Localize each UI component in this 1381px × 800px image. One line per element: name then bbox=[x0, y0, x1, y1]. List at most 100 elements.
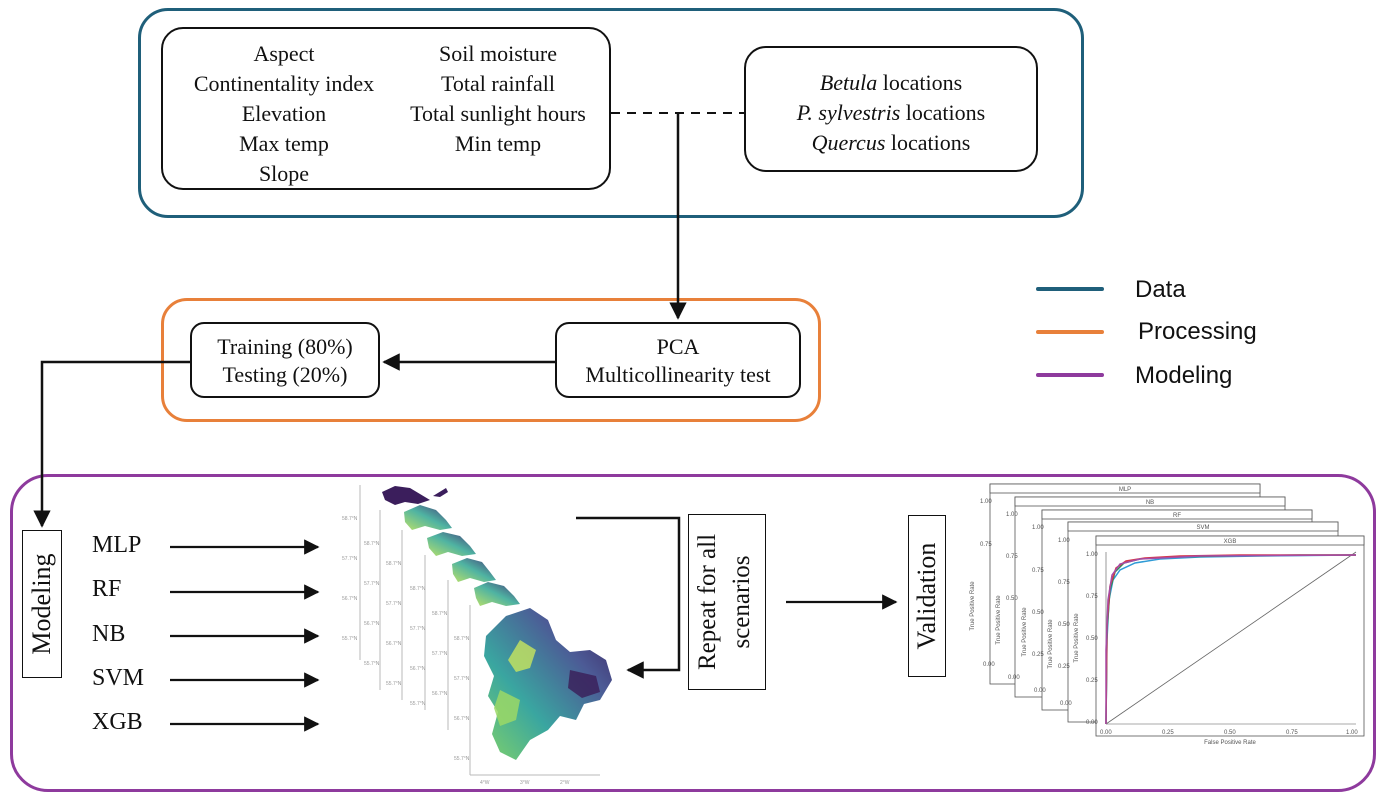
modeling-label-box bbox=[22, 530, 62, 678]
svg-text:0.75: 0.75 bbox=[980, 542, 992, 548]
environmental-variables-box: Aspect Continentality index Elevation Ma… bbox=[161, 27, 611, 190]
split-training: Training (80%) bbox=[217, 334, 353, 359]
roc-y-tick-025: 0.25 bbox=[1086, 678, 1098, 684]
variable-total-sunlight-hours: Total sunlight hours bbox=[410, 101, 586, 126]
svg-text:3°W: 3°W bbox=[520, 780, 530, 786]
svg-text:57.7°N: 57.7°N bbox=[410, 626, 426, 632]
multicollinearity-label: Multicollinearity test bbox=[585, 362, 771, 387]
svg-text:1.00: 1.00 bbox=[1032, 525, 1044, 531]
roc-y-tick-075: 0.75 bbox=[1086, 594, 1098, 600]
svg-text:57.7°N: 57.7°N bbox=[364, 581, 380, 587]
svg-text:0.75: 0.75 bbox=[1032, 568, 1044, 574]
roc-y-tick-100: 1.00 bbox=[1086, 552, 1098, 558]
roc-y-tick-050: 0.50 bbox=[1086, 636, 1098, 642]
svg-text:0.00: 0.00 bbox=[1034, 688, 1046, 694]
roc-x-tick-075: 0.75 bbox=[1286, 730, 1298, 736]
svg-text:0.00: 0.00 bbox=[983, 662, 995, 668]
svg-text:56.7°N: 56.7°N bbox=[342, 596, 358, 602]
roc-title-nb: NB bbox=[1146, 500, 1154, 506]
svg-text:0.00: 0.00 bbox=[1008, 675, 1020, 681]
svg-text:56.7°N: 56.7°N bbox=[454, 716, 470, 722]
model-rf: RF bbox=[92, 576, 122, 602]
svg-text:55.7°N: 55.7°N bbox=[364, 661, 380, 667]
legend-modeling-line bbox=[1036, 373, 1104, 377]
variable-slope: Slope bbox=[258, 161, 310, 186]
model-xgb: XGB bbox=[92, 709, 143, 735]
svg-text:58.7°N: 58.7°N bbox=[342, 516, 358, 522]
species-p-sylvestris: P. sylvestris locations bbox=[796, 100, 986, 125]
svg-text:56.7°N: 56.7°N bbox=[386, 641, 402, 647]
split-box: Training (80%) Testing (20%) bbox=[190, 322, 380, 398]
svg-text:56.7°N: 56.7°N bbox=[432, 691, 448, 697]
svg-text:True Positive Rate: True Positive Rate bbox=[1022, 607, 1028, 657]
svg-text:2°W: 2°W bbox=[560, 780, 570, 786]
repeat-label-box bbox=[688, 514, 766, 690]
variable-total-rainfall: Total rainfall bbox=[441, 71, 555, 96]
variable-min-temp: Min temp bbox=[454, 131, 542, 156]
roc-x-tick-025: 0.25 bbox=[1162, 730, 1174, 736]
roc-x-axis-label: False Positive Rate bbox=[1204, 740, 1256, 746]
roc-y-tick-000: 0.00 bbox=[1086, 720, 1098, 726]
svg-text:0.50: 0.50 bbox=[1058, 622, 1070, 628]
svg-text:55.7°N: 55.7°N bbox=[454, 756, 470, 762]
svg-text:56.7°N: 56.7°N bbox=[364, 621, 380, 627]
legend-data-label: Data bbox=[1135, 276, 1186, 303]
roc-x-tick-050: 0.50 bbox=[1224, 730, 1236, 736]
svg-text:0.25: 0.25 bbox=[1032, 652, 1044, 658]
svg-text:1.00: 1.00 bbox=[1006, 512, 1018, 518]
model-nb: NB bbox=[92, 621, 126, 647]
legend-data-line bbox=[1036, 287, 1104, 291]
model-svm: SVM bbox=[92, 665, 145, 691]
svg-text:True Positive Rate: True Positive Rate bbox=[970, 581, 976, 631]
variable-aspect: Aspect bbox=[253, 41, 315, 66]
svg-text:58.7°N: 58.7°N bbox=[454, 636, 470, 642]
legend-processing-line bbox=[1036, 330, 1104, 334]
svg-text:1.00: 1.00 bbox=[980, 499, 992, 505]
svg-text:0.75: 0.75 bbox=[1058, 580, 1070, 586]
variable-elevation: Elevation bbox=[241, 101, 327, 126]
svg-text:55.7°N: 55.7°N bbox=[342, 636, 358, 642]
processing-group bbox=[161, 298, 821, 422]
roc-title-svm: SVM bbox=[1196, 525, 1209, 531]
svg-text:57.7°N: 57.7°N bbox=[342, 556, 358, 562]
svg-text:0.50: 0.50 bbox=[1006, 596, 1018, 602]
roc-title-rf: RF bbox=[1173, 513, 1181, 519]
split-testing: Testing (20%) bbox=[222, 362, 348, 387]
roc-x-tick-100: 1.00 bbox=[1346, 730, 1358, 736]
modeling-group bbox=[10, 474, 1376, 792]
pca-box: PCA Multicollinearity test bbox=[555, 322, 801, 398]
svg-text:57.7°N: 57.7°N bbox=[386, 601, 402, 607]
svg-text:58.7°N: 58.7°N bbox=[364, 541, 380, 547]
svg-text:57.7°N: 57.7°N bbox=[432, 651, 448, 657]
legend-processing-label: Processing bbox=[1138, 318, 1257, 345]
roc-title-mlp: MLP bbox=[1119, 487, 1131, 493]
roc-panel-stack: MLP NB RF SVM XGB 1.000.75 1.000.750.50 … bbox=[970, 483, 1365, 746]
svg-text:58.7°N: 58.7°N bbox=[410, 586, 426, 592]
svg-text:58.7°N: 58.7°N bbox=[432, 611, 448, 617]
large-prediction-map bbox=[484, 608, 612, 760]
model-mlp: MLP bbox=[92, 532, 142, 558]
species-betula: Betula locations bbox=[819, 70, 963, 95]
svg-text:True Positive Rate: True Positive Rate bbox=[996, 595, 1002, 645]
arrow-split-to-modeling bbox=[33, 360, 190, 528]
roc-diagonal bbox=[1105, 551, 1357, 725]
data-group bbox=[138, 8, 1084, 218]
species-locations-box: Betula locations P. sylvestris locations… bbox=[744, 46, 1038, 172]
variable-soil-moisture: Soil moisture bbox=[439, 41, 557, 66]
svg-text:58.7°N: 58.7°N bbox=[386, 561, 402, 567]
svg-text:0.00: 0.00 bbox=[1060, 701, 1072, 707]
roc-x-tick-000: 0.00 bbox=[1100, 730, 1112, 736]
pca-label: PCA bbox=[656, 334, 700, 359]
svg-text:55.7°N: 55.7°N bbox=[386, 681, 402, 687]
svg-text:True Positive Rate: True Positive Rate bbox=[1048, 619, 1054, 669]
svg-text:4°W: 4°W bbox=[480, 780, 490, 786]
roc-y-axis-label: True Positive Rate bbox=[1074, 613, 1080, 663]
svg-text:1.00: 1.00 bbox=[1058, 538, 1070, 544]
variable-continentality-index: Continentality index bbox=[193, 71, 375, 96]
variable-max-temp: Max temp bbox=[239, 131, 329, 156]
legend-modeling-label: Modeling bbox=[1135, 362, 1233, 389]
svg-text:0.50: 0.50 bbox=[1032, 610, 1044, 616]
species-quercus: Quercus locations bbox=[811, 130, 971, 155]
